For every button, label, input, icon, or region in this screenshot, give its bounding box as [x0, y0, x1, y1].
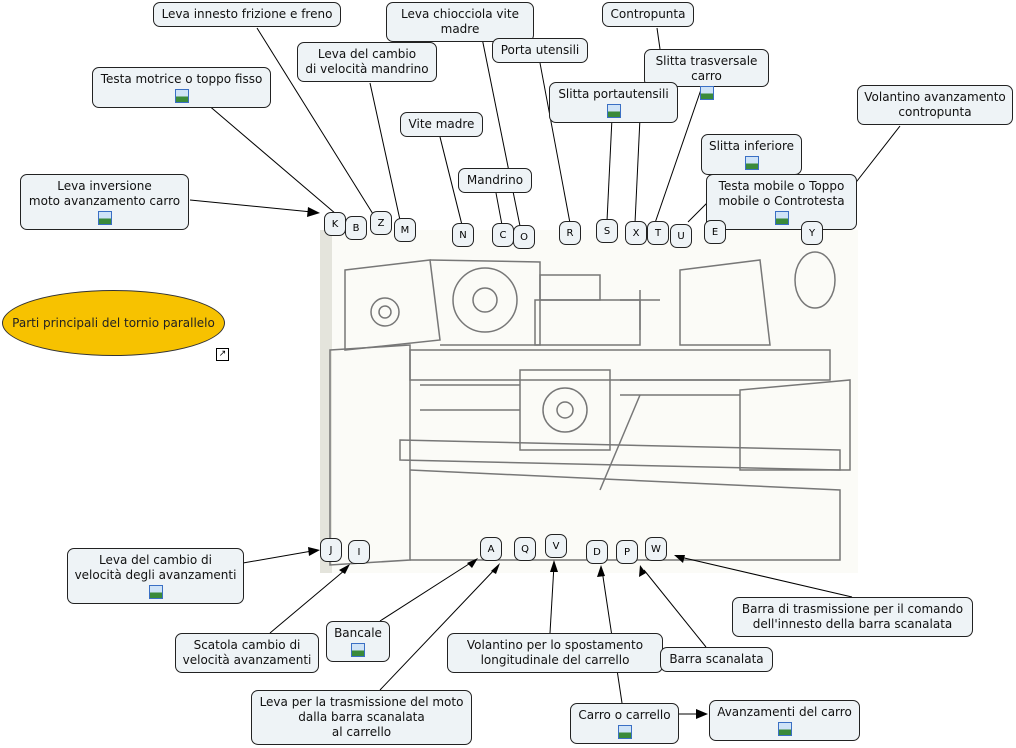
letter-label-o[interactable]: O: [513, 225, 535, 249]
image-resource-icon[interactable]: [148, 585, 163, 599]
concept-label: Leva inversione moto avanzamento carro: [28, 179, 181, 208]
image-resource-icon[interactable]: [774, 211, 789, 225]
concept-label: Testa motrice o toppo fisso: [100, 72, 263, 86]
concept-carro[interactable]: Carro o carrello: [570, 703, 679, 744]
concept-slitta-trasversale[interactable]: Slitta trasversale carro: [644, 49, 769, 100]
concept-leva-inversione[interactable]: Leva inversione moto avanzamento carro: [20, 174, 189, 230]
letter-label-y[interactable]: Y: [801, 221, 823, 245]
letter-label-c[interactable]: C: [492, 223, 514, 247]
concept-bancale[interactable]: Bancale: [326, 621, 390, 662]
concept-leva-trasmissione[interactable]: Leva per la trasmissione del moto dalla …: [251, 690, 472, 745]
letter-label-i[interactable]: I: [348, 540, 370, 564]
concept-barra-trasmissione[interactable]: Barra di trasmissione per il comando del…: [732, 597, 973, 637]
letter-label-j[interactable]: J: [320, 538, 342, 562]
letter-label-q[interactable]: Q: [514, 537, 536, 561]
concept-volantino-longitudinale[interactable]: Volantino per lo spostamento longitudina…: [447, 633, 663, 673]
concept-leva-innesto-frizione[interactable]: Leva innesto frizione e freno: [153, 2, 341, 27]
letter-label-d[interactable]: D: [586, 540, 608, 564]
letter-label-p[interactable]: P: [616, 540, 638, 564]
concept-contropunta[interactable]: Contropunta: [602, 2, 694, 27]
external-link-icon[interactable]: ↗: [216, 348, 229, 361]
concept-volantino-contropunta[interactable]: Volantino avanzamento contropunta: [857, 85, 1013, 125]
image-resource-icon[interactable]: [617, 725, 632, 739]
letter-label-r[interactable]: R: [559, 221, 581, 245]
concept-label: Slitta portautensili: [558, 87, 669, 101]
letter-label-n[interactable]: N: [452, 223, 474, 247]
letter-label-a[interactable]: A: [480, 537, 502, 561]
root-concept[interactable]: Parti principali del tornio parallelo: [2, 290, 225, 356]
concept-leva-chiocciola[interactable]: Leva chiocciola vite madre: [386, 2, 534, 42]
concept-label: Bancale: [334, 626, 382, 640]
letter-label-z[interactable]: Z: [370, 211, 392, 235]
concept-label: Slitta inferiore: [708, 139, 795, 153]
letter-label-m[interactable]: M: [394, 218, 416, 242]
letter-label-u[interactable]: U: [670, 224, 692, 248]
letter-label-x[interactable]: X: [625, 221, 647, 245]
concept-scatola-cambio[interactable]: Scatola cambio di velocità avanzamenti: [175, 633, 319, 673]
concept-testa-mobile[interactable]: Testa mobile o Toppo mobile o Controtest…: [706, 174, 857, 230]
image-resource-icon[interactable]: [744, 156, 759, 170]
image-resource-icon[interactable]: [699, 86, 714, 100]
concept-label: Avanzamenti del carro: [717, 705, 852, 719]
concept-label: Leva del cambio di velocità degli avanza…: [74, 553, 237, 582]
image-resource-icon[interactable]: [606, 104, 621, 118]
concept-slitta-inferiore[interactable]: Slitta inferiore: [701, 134, 802, 175]
letter-label-v[interactable]: V: [545, 534, 567, 558]
image-resource-icon[interactable]: [777, 722, 792, 736]
concept-avanzamenti-carro[interactable]: Avanzamenti del carro: [709, 700, 860, 741]
letter-label-b[interactable]: B: [345, 216, 367, 240]
concept-label: Slitta trasversale carro: [655, 54, 758, 83]
concept-leva-cambio-avanzamenti[interactable]: Leva del cambio di velocità degli avanza…: [67, 548, 244, 604]
image-resource-icon[interactable]: [351, 643, 365, 657]
letter-label-e[interactable]: E: [704, 220, 726, 244]
concept-porta-utensili[interactable]: Porta utensili: [492, 38, 588, 63]
image-resource-icon[interactable]: [97, 211, 112, 225]
concept-barra-scanalata[interactable]: Barra scanalata: [660, 647, 773, 672]
letter-label-k[interactable]: K: [324, 212, 346, 236]
letter-label-w[interactable]: W: [645, 537, 667, 561]
concept-leva-cambio-mandrino[interactable]: Leva del cambio di velocità mandrino: [297, 42, 437, 82]
concept-mandrino[interactable]: Mandrino: [458, 168, 532, 193]
letter-label-s[interactable]: S: [596, 219, 618, 243]
image-resource-icon[interactable]: [174, 89, 189, 103]
concept-label: Testa mobile o Toppo mobile o Controtest…: [718, 179, 845, 208]
letter-label-t[interactable]: T: [647, 221, 669, 245]
concept-testa-motrice[interactable]: Testa motrice o toppo fisso: [92, 67, 271, 108]
concept-label: Carro o carrello: [578, 708, 671, 722]
concept-slitta-portautensili[interactable]: Slitta portautensili: [549, 82, 678, 123]
concept-vite-madre[interactable]: Vite madre: [400, 112, 483, 137]
